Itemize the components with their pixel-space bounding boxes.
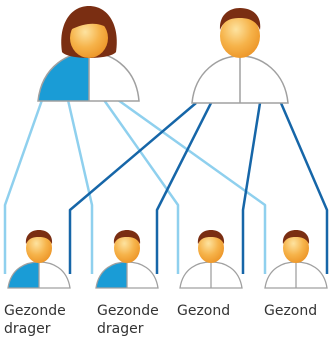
child-2-body-healthy-half [127, 262, 158, 288]
child-3-figure [179, 230, 243, 289]
child-1-hair [25, 230, 53, 244]
mother-to-child-3-line [102, 99, 180, 274]
child-2-label-line-1: Gezonde [97, 303, 159, 319]
child-4-hair [282, 230, 310, 244]
mother-inheritance-lines [3, 98, 267, 274]
mother-figure [37, 6, 140, 102]
child-3-head [198, 233, 224, 263]
father-figure [191, 8, 289, 104]
mother-to-child-2-line [66, 99, 94, 274]
mother-body-healthy-half [89, 52, 139, 101]
child-1-label: Gezonde drager [4, 302, 66, 338]
mother-to-child-1-line [3, 99, 44, 274]
child-1-head [26, 233, 52, 263]
mother-fringe [70, 12, 108, 30]
father-to-child-2-line [155, 102, 213, 274]
child-2-body-carrier-half [96, 262, 127, 288]
child-2-label: Gezonde drager [97, 302, 159, 338]
father-head [220, 14, 260, 58]
child-3-label: Gezond [177, 302, 230, 320]
father-to-child-1-line [68, 102, 197, 274]
child-3-label-line-1: Gezond [177, 303, 231, 319]
child-2-label-line-2: drager [97, 321, 144, 337]
child-3-hair [197, 230, 225, 244]
mother-head [70, 18, 108, 58]
child-2-figure [95, 230, 159, 289]
child-1-body-carrier-half [8, 262, 39, 288]
father-hair [219, 8, 261, 30]
child-2-hair [113, 230, 141, 244]
child-2-head [114, 233, 140, 263]
child-1-body-healthy-half [39, 262, 70, 288]
child-4-figure [264, 230, 328, 289]
child-1-label-line-1: Gezonde [4, 303, 66, 319]
father-inheritance-lines [68, 102, 329, 274]
mother-body-carrier-half [38, 52, 89, 101]
mother-to-child-4-line [117, 98, 267, 274]
father-to-child-4-line [279, 102, 329, 274]
father-to-child-3-line [241, 102, 262, 274]
child-1-figure [7, 230, 71, 289]
child-1-label-line-2: drager [4, 321, 51, 337]
child-4-label: Gezond [264, 302, 317, 320]
child-4-label-line-1: Gezond [264, 303, 318, 319]
child-4-head [283, 233, 309, 263]
